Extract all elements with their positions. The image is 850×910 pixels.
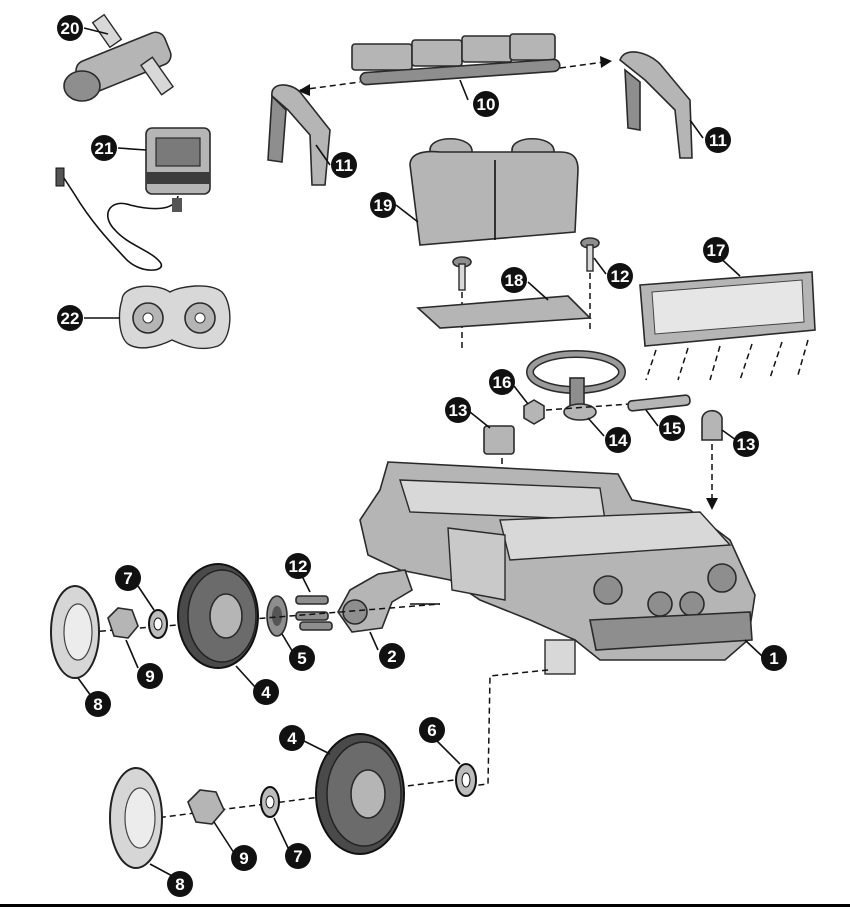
svg-text:10: 10: [477, 95, 496, 114]
callout-8-front: 8: [85, 691, 111, 717]
callout-22: 22: [57, 305, 83, 331]
callout-20: 20: [57, 15, 83, 41]
svg-text:8: 8: [93, 695, 102, 714]
svg-text:13: 13: [449, 401, 468, 420]
svg-text:13: 13: [737, 435, 756, 454]
callout-15: 15: [659, 415, 685, 441]
svg-text:6: 6: [427, 721, 436, 740]
grille-guides: [645, 339, 809, 381]
callout-8-rear: 8: [167, 871, 193, 897]
grille-part: [639, 271, 816, 347]
axle-line: [89, 603, 441, 633]
vehicle-body-part: [359, 461, 756, 675]
roll-bar-left-part: [267, 84, 331, 186]
callout-19: 19: [370, 192, 396, 218]
callout-17: 17: [703, 237, 729, 263]
steering-shaft-part: [627, 394, 691, 412]
svg-text:9: 9: [145, 667, 154, 686]
svg-text:21: 21: [95, 139, 114, 158]
callout-4-front: 4: [253, 679, 279, 705]
svg-text:1: 1: [769, 649, 778, 668]
callout-16: 16: [489, 369, 515, 395]
nut-rear-part: [187, 789, 225, 825]
callout-18: 18: [501, 267, 527, 293]
callout-13-left: 13: [445, 397, 471, 423]
hubcap-rear-part: [109, 767, 163, 869]
svg-text:12: 12: [611, 267, 630, 286]
callout-2: 2: [379, 643, 405, 669]
callout-1: 1: [761, 645, 787, 671]
callout-10: 10: [473, 91, 499, 117]
callout-7-rear: 7: [285, 843, 311, 869]
callout-21: 21: [91, 135, 117, 161]
svg-text:12: 12: [289, 557, 308, 576]
light-right-part: [701, 409, 723, 441]
callout-5: 5: [289, 645, 315, 671]
svg-text:7: 7: [123, 569, 132, 588]
svg-text:18: 18: [505, 271, 524, 290]
svg-text:4: 4: [287, 729, 297, 748]
guide-line: [545, 403, 631, 411]
svg-text:11: 11: [709, 131, 727, 150]
steering-nut-part: [523, 399, 545, 425]
gearbox-screws-part: [295, 595, 333, 631]
charger-part: [55, 127, 211, 271]
nut-front-part: [107, 607, 139, 639]
callout-13-right: 13: [733, 431, 759, 457]
light-left-part: [483, 425, 515, 455]
wheel-rear-part: [315, 733, 405, 855]
light-bar-part: [351, 33, 561, 86]
svg-text:4: 4: [261, 683, 271, 702]
wheel-front-part: [177, 563, 259, 669]
gearbox-part: [337, 569, 413, 633]
callout-12-seat: 12: [607, 263, 633, 289]
callout-12-gearbox: 12: [285, 553, 311, 579]
wrench-part: [63, 13, 175, 102]
callout-9-rear: 9: [231, 845, 257, 871]
seat-plate-part: [416, 295, 592, 329]
callout-4-rear: 4: [279, 725, 305, 751]
hubcap-front-part: [50, 585, 100, 679]
remote-part: [118, 285, 231, 350]
seat-screws-part: [452, 237, 600, 291]
callout-11-right: 11: [705, 127, 731, 153]
bottom-rule: [0, 904, 850, 907]
svg-text:22: 22: [61, 309, 80, 328]
svg-text:19: 19: [374, 196, 393, 215]
svg-text:17: 17: [707, 241, 726, 260]
callout-6: 6: [419, 717, 445, 743]
callout-11-left: 11: [331, 152, 357, 178]
svg-text:9: 9: [239, 849, 248, 868]
svg-text:11: 11: [335, 156, 353, 175]
callout-7-front: 7: [115, 565, 141, 591]
guide-line: [559, 61, 605, 69]
callout-14: 14: [605, 427, 631, 453]
roll-bar-right-part: [619, 51, 693, 159]
svg-text:8: 8: [175, 875, 184, 894]
guide-line: [469, 669, 549, 787]
svg-text:16: 16: [493, 373, 512, 392]
svg-text:20: 20: [61, 19, 80, 38]
axle-line: [139, 777, 471, 821]
svg-text:14: 14: [609, 431, 628, 450]
gear-part: [266, 595, 288, 637]
steering-wheel-part: [526, 350, 626, 421]
callout-9-front: 9: [137, 663, 163, 689]
svg-text:7: 7: [293, 847, 302, 866]
svg-text:2: 2: [387, 647, 396, 666]
seat-part: [409, 138, 579, 246]
svg-text:5: 5: [297, 649, 306, 668]
svg-text:15: 15: [663, 419, 682, 438]
